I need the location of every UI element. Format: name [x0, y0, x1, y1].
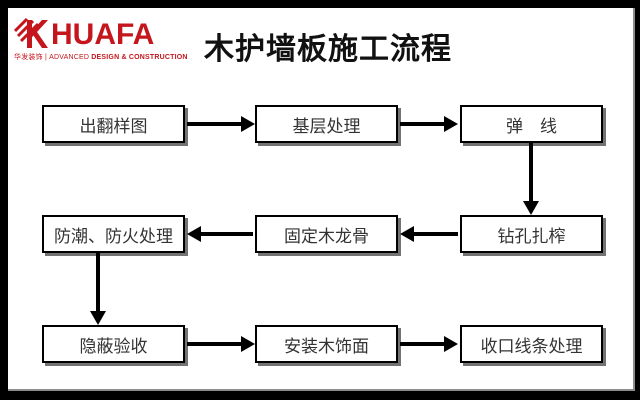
- flow-node-step-8: 安装木饰面: [255, 325, 398, 363]
- logo-tagline-sep: |: [44, 54, 47, 61]
- arrow-left-icon: [187, 226, 201, 242]
- logo-tagline-en: ADVANCED: [49, 54, 90, 61]
- arrow-stem: [400, 122, 446, 126]
- arrow-left-icon: [400, 226, 414, 242]
- flow-node-label: 钻孔扎榨: [497, 226, 566, 246]
- page-title: 木护墙板施工流程: [204, 33, 452, 66]
- arrow-stem: [400, 342, 446, 346]
- flow-node-label: 固定木龙骨: [284, 226, 369, 246]
- logo-tagline-en-bold: DESIGN & CONSTRUCTION: [91, 54, 188, 61]
- slide-canvas: HUAFA 华发装饰 | ADVANCED DESIGN & CONSTRUCT…: [8, 8, 635, 391]
- logo-tagline-cn: 华发装饰: [14, 54, 43, 61]
- flow-node-label: 防潮、防火处理: [54, 226, 173, 246]
- logo-row: HUAFA: [14, 18, 194, 50]
- flow-node-label: 安装木饰面: [284, 336, 369, 356]
- flow-node-step-1: 出翻样图: [42, 105, 185, 143]
- flow-node-label: 收口线条处理: [480, 336, 583, 356]
- flow-node-step-7: 隐蔽验收: [42, 325, 185, 363]
- arrow-stem: [187, 122, 243, 126]
- arrow-stem: [199, 232, 253, 236]
- flow-node-step-4: 钻孔扎榨: [460, 215, 603, 253]
- arrow-stem: [187, 342, 243, 346]
- arrow-right-icon: [241, 336, 255, 352]
- flow-node-label: 出翻样图: [79, 116, 148, 136]
- arrow-down-icon: [523, 201, 539, 215]
- arrow-right-icon: [444, 116, 458, 132]
- flow-node-step-6: 防潮、防火处理: [42, 215, 185, 253]
- logo-tagline: 华发装饰 | ADVANCED DESIGN & CONSTRUCTION: [14, 52, 194, 62]
- flow-node-step-2: 基层处理: [255, 105, 398, 143]
- flow-node-step-3: 弹 线: [460, 105, 603, 143]
- arrow-stem: [96, 253, 100, 313]
- huafa-k-mark-icon: [14, 18, 48, 48]
- arrow-stem: [412, 232, 458, 236]
- huafa-logo: HUAFA 华发装饰 | ADVANCED DESIGN & CONSTRUCT…: [14, 18, 194, 62]
- flow-node-label: 隐蔽验收: [79, 336, 148, 356]
- logo-wordmark: HUAFA: [51, 18, 155, 51]
- arrow-right-icon: [241, 116, 255, 132]
- arrow-stem: [529, 143, 533, 203]
- flow-node-label: 弹 线: [506, 116, 557, 136]
- arrow-right-icon: [444, 336, 458, 352]
- flow-node-step-9: 收口线条处理: [460, 325, 603, 363]
- flow-node-label: 基层处理: [292, 116, 361, 136]
- flow-node-step-5: 固定木龙骨: [255, 215, 398, 253]
- arrow-down-icon: [90, 311, 106, 325]
